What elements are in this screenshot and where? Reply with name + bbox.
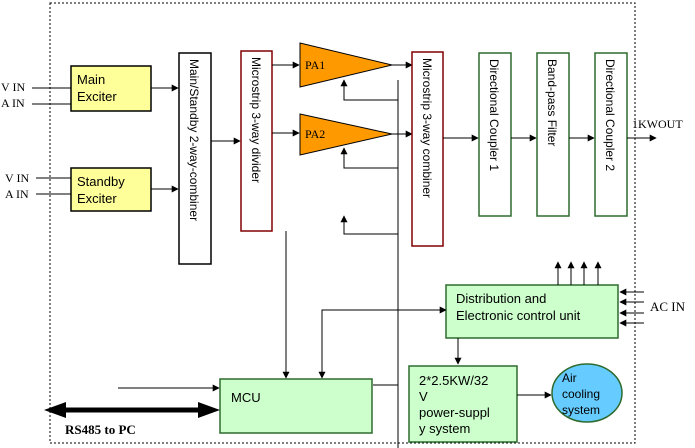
vin-bottom-label: V IN — [5, 171, 29, 185]
directional-coupler-2-label: Directional Coupler 2 — [603, 59, 617, 171]
air-cooling-label-1: Air — [562, 371, 577, 385]
two-way-combiner-label: Main/Standby 2-way-combiner — [187, 59, 201, 221]
bandpass-filter-block: Band-pass Filter — [536, 52, 570, 217]
power-supply-label-2: V — [419, 389, 428, 404]
system-boundary — [49, 2, 636, 444]
distribution-label-2: Electronic control unit — [456, 308, 581, 323]
standby-exciter-label-2: Exciter — [77, 191, 117, 206]
three-way-combiner-label: Microstrip 3-way combiner — [420, 58, 434, 198]
ac-in-label: AC IN — [650, 299, 686, 314]
air-cooling-label-3: system — [562, 403, 600, 417]
bandpass-filter-label: Band-pass Filter — [545, 59, 559, 146]
pa1-amplifier: PA1 — [299, 42, 393, 88]
mcu-label: MCU — [231, 390, 261, 405]
power-supply-block: 2*2.5KW/32 V power-suppl y system — [408, 365, 518, 443]
ain-top-label: A IN — [1, 96, 25, 110]
three-way-combiner-block: Microstrip 3-way combiner — [411, 51, 444, 247]
air-cooling-label-2: cooling — [562, 387, 600, 401]
mcu-block: MCU — [219, 378, 373, 434]
rs485-link — [44, 402, 220, 418]
rs485-label: RS485 to PC — [65, 422, 136, 437]
two-way-combiner-block: Main/Standby 2-way-combiner — [178, 52, 212, 265]
vin-top-label: V IN — [1, 80, 25, 94]
standby-exciter-block: Standby Exciter — [70, 167, 152, 212]
directional-coupler-2-block: Directional Coupler 2 — [594, 52, 628, 217]
main-exciter-label-2: Exciter — [77, 89, 117, 104]
pa1-label: PA1 — [305, 58, 325, 72]
pa2-amplifier: PA2 — [299, 113, 393, 156]
output-label: 1KWOUT — [632, 117, 683, 131]
air-cooling-block: Air cooling system — [551, 363, 623, 423]
power-supply-label-3: power-suppl — [419, 405, 490, 420]
standby-exciter-label-1: Standby — [77, 174, 125, 189]
distribution-label-1: Distribution and — [456, 291, 546, 306]
directional-coupler-1-label: Directional Coupler 1 — [487, 59, 501, 171]
directional-coupler-1-block: Directional Coupler 1 — [478, 52, 512, 217]
main-exciter-block: Main Exciter — [70, 65, 152, 112]
distribution-control-block: Distribution and Electronic control unit — [445, 284, 619, 339]
ain-bottom-label: A IN — [5, 187, 29, 201]
power-supply-label-4: y system — [419, 421, 470, 436]
power-supply-label-1: 2*2.5KW/32 — [419, 373, 488, 388]
three-way-divider-block: Microstrip 3-way divider — [240, 50, 273, 232]
main-exciter-label-1: Main — [77, 72, 105, 87]
three-way-divider-label: Microstrip 3-way divider — [249, 57, 263, 183]
pa2-label: PA2 — [305, 127, 325, 141]
